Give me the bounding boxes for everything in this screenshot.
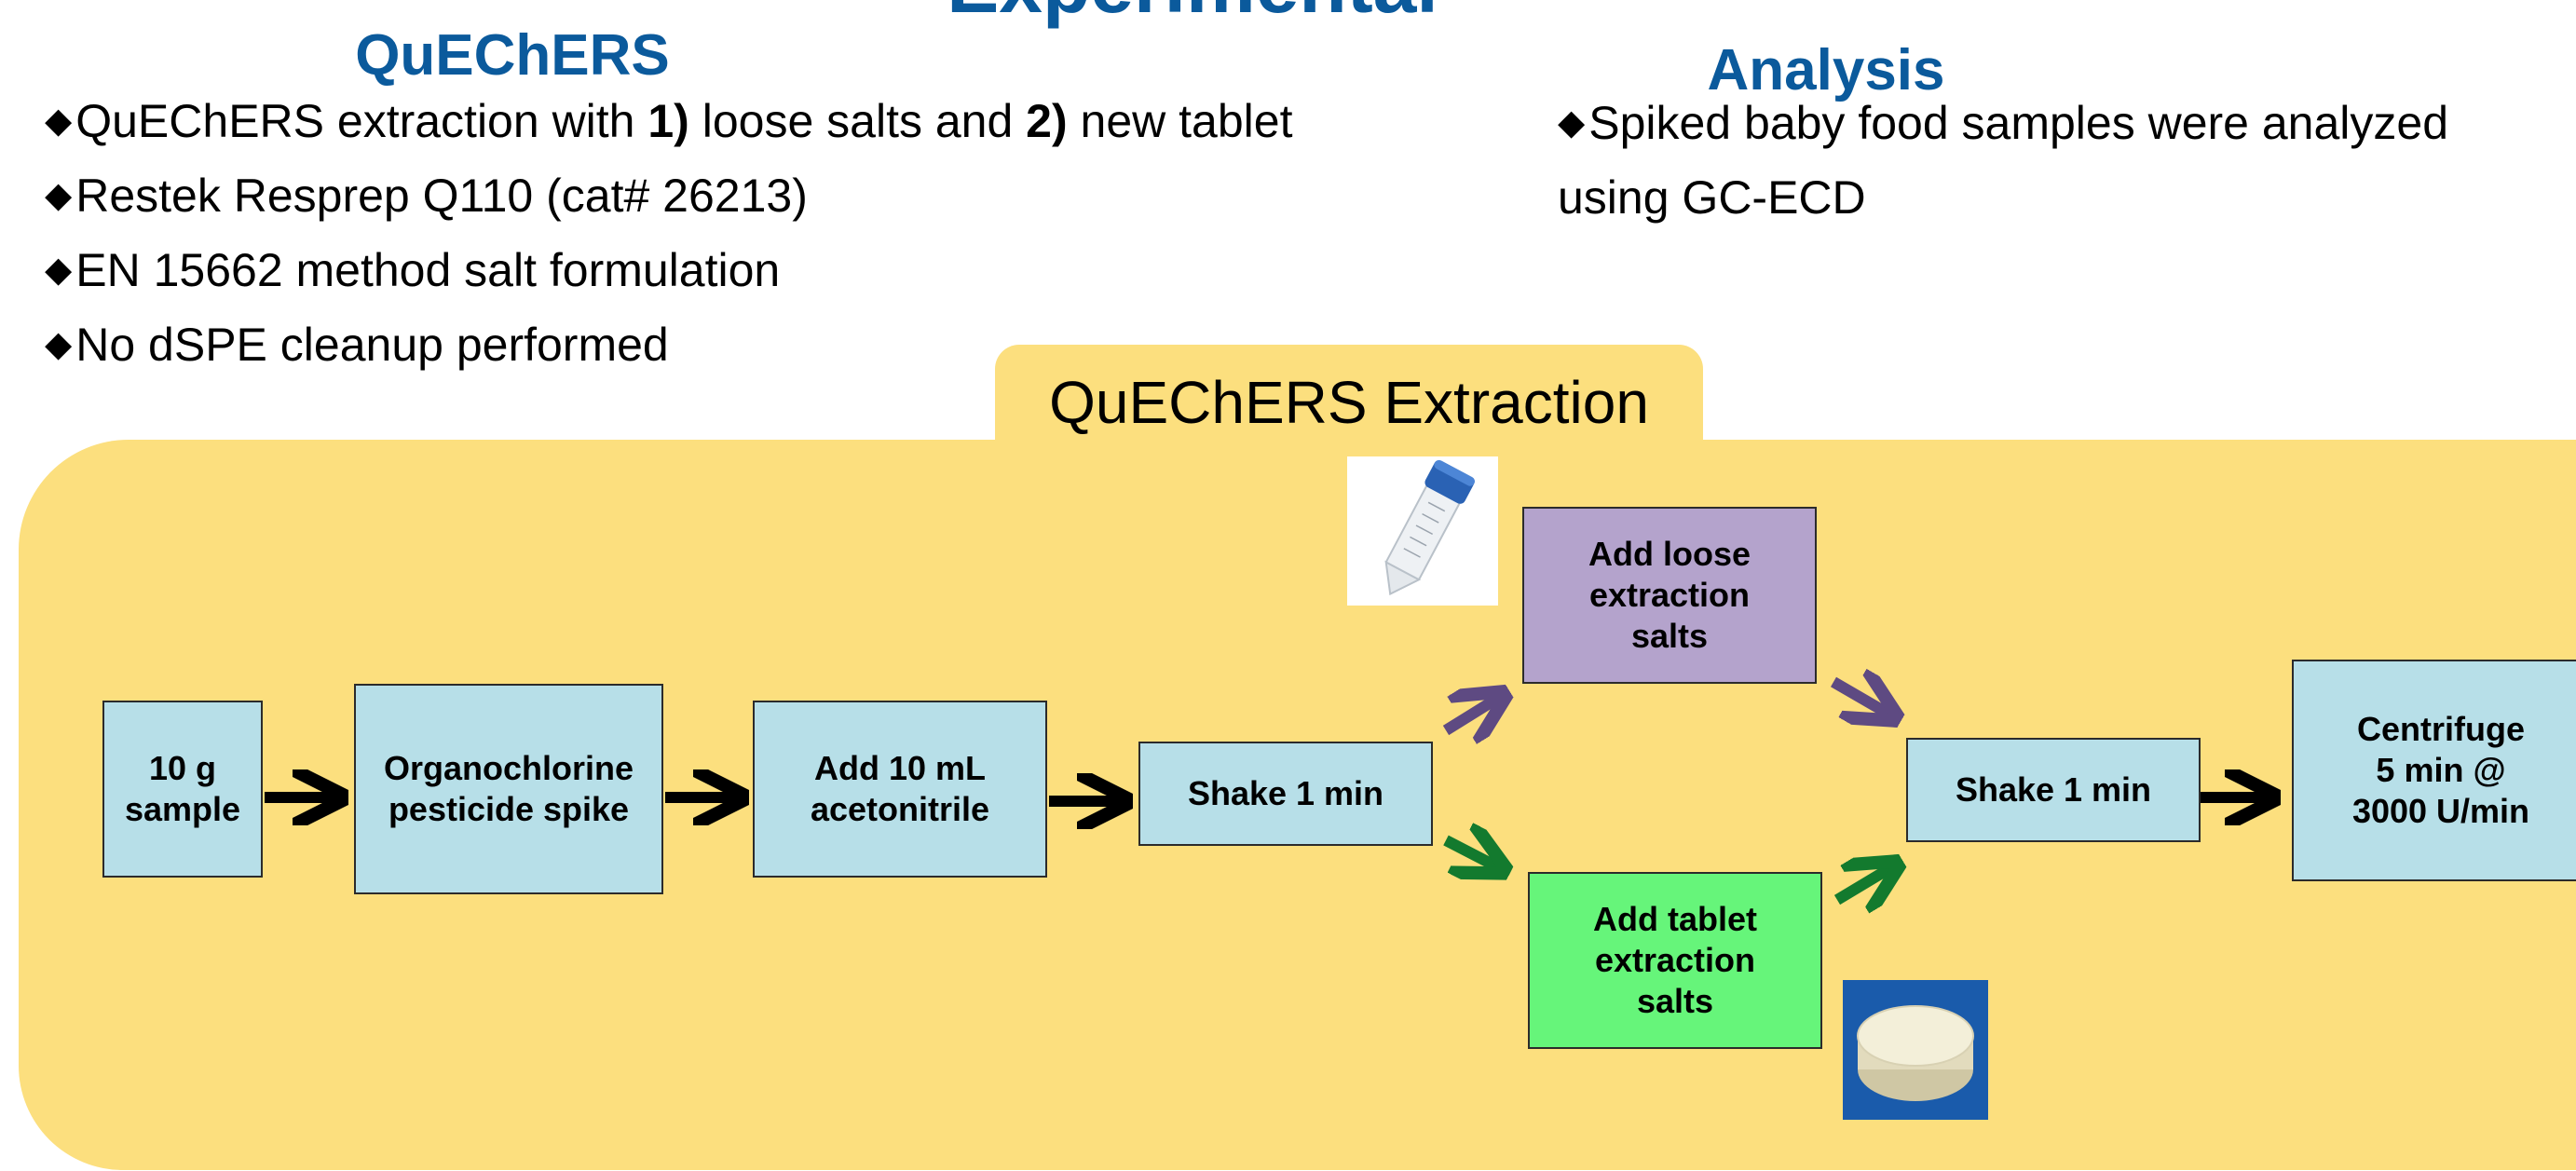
analysis-bullet: ◆Spiked baby food samples were analyzed … — [1558, 86, 2555, 235]
step-add-tablet-salts: Add tablet extraction salts — [1528, 872, 1822, 1049]
arrow-loose-to-shake2 — [1830, 682, 1891, 715]
bullet-text: Spiked baby food samples were analyzed u… — [1558, 97, 2449, 224]
bullet-item: ◆No dSPE cleanup performed — [45, 307, 1292, 382]
bullet-number: 2) — [1026, 95, 1068, 147]
arrow-shake-to-tablet — [1443, 840, 1500, 868]
bullet-diamond-icon: ◆ — [45, 102, 73, 141]
bullet-text: EN 15662 method salt formulation — [75, 244, 781, 296]
bullet-item: ◆EN 15662 method salt formulation — [45, 233, 1292, 307]
extraction-tab — [995, 345, 1703, 466]
bullet-text: No dSPE cleanup performed — [75, 319, 669, 371]
bullet-text: new tablet — [1067, 95, 1293, 147]
arrow-tablet-to-shake2 — [1833, 866, 1893, 900]
bullet-diamond-icon: ◆ — [1558, 103, 1586, 143]
arrow-shake-to-loose — [1442, 697, 1500, 730]
bullet-diamond-icon: ◆ — [45, 176, 73, 215]
extraction-tablet-photo — [1843, 980, 1988, 1120]
quechers-heading: QuEChERS — [355, 23, 670, 88]
bullet-item: ◆Restek Resprep Q110 (cat# 26213) — [45, 158, 1292, 233]
bullet-text: loose salts and — [688, 95, 1027, 147]
step-shake-2: Shake 1 min — [1906, 738, 2201, 842]
bullet-number: 1) — [647, 95, 689, 147]
extraction-title: QuEChERS Extraction — [1049, 369, 1649, 436]
centrifuge-tube-photo — [1347, 456, 1498, 606]
bullet-text: Restek Resprep Q110 (cat# 26213) — [75, 170, 808, 222]
analysis-heading: Analysis — [1707, 38, 1945, 102]
quechers-bullet-list: ◆QuEChERS extraction with 1) loose salts… — [45, 84, 1292, 382]
step-centrifuge: Centrifuge 5 min @ 3000 U/min — [2292, 660, 2576, 881]
page-title: Experimental — [894, 0, 1491, 24]
step-shake-1: Shake 1 min — [1138, 742, 1433, 846]
bullet-text: QuEChERS extraction with — [75, 95, 648, 147]
step-pesticide-spike: Organochlorine pesticide spike — [354, 684, 663, 894]
bullet-diamond-icon: ◆ — [45, 325, 73, 364]
bullet-diamond-icon: ◆ — [45, 251, 73, 290]
salt-tablet-icon — [1843, 980, 1988, 1120]
step-sample: 10 g sample — [102, 701, 263, 878]
centrifuge-tube-icon — [1384, 459, 1475, 596]
bullet-item: ◆QuEChERS extraction with 1) loose salts… — [45, 84, 1292, 158]
step-add-acetonitrile: Add 10 mL acetonitrile — [753, 701, 1047, 878]
step-add-loose-salts: Add loose extraction salts — [1522, 507, 1817, 684]
